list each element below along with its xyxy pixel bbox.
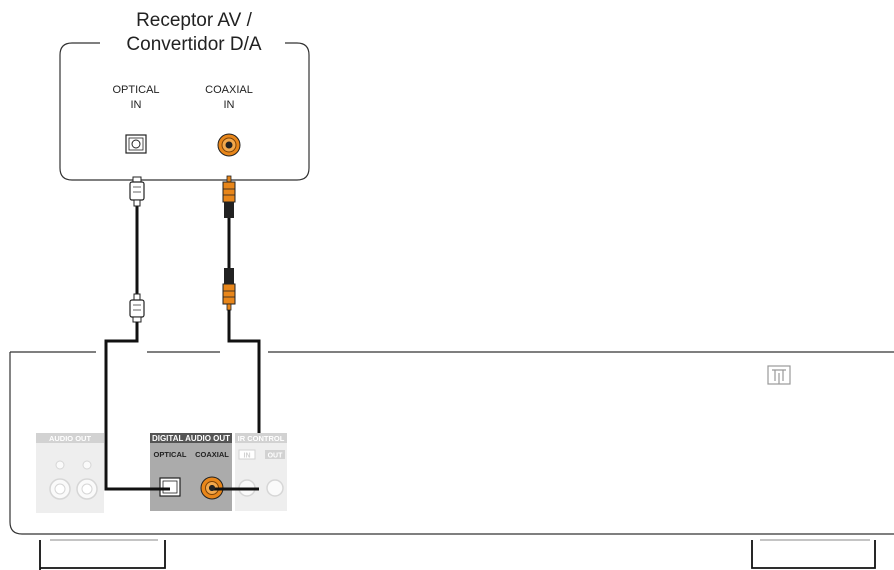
receiver-title-line1: Receptor AV / — [136, 10, 253, 31]
optical-plug-bottom-icon — [129, 293, 145, 323]
coaxial-in-label-line2: IN — [224, 99, 235, 111]
audio-out-section: AUDIO OUT — [36, 433, 104, 513]
coaxial-in-label-line1: COAXIAL — [205, 84, 253, 96]
optical-in-jack-icon — [125, 134, 147, 154]
optical-out-jack-icon — [159, 477, 181, 497]
optical-in-label-line1: OPTICAL — [112, 84, 159, 96]
foot-left — [39, 539, 166, 570]
digital-optical-label: OPTICAL — [154, 450, 187, 459]
coaxial-in-jack-icon — [217, 133, 241, 157]
brand-logo-icon — [767, 365, 791, 385]
ir-control-label: IR CONTROL — [238, 434, 285, 443]
ir-out-label: OUT — [268, 453, 284, 460]
audio-out-label: AUDIO OUT — [49, 434, 92, 443]
digital-coaxial-label: COAXIAL — [195, 450, 229, 459]
coaxial-plug-bottom-icon — [222, 268, 236, 311]
ir-control-section: IR CONTROL IN OUT — [235, 433, 287, 511]
foot-right — [751, 539, 876, 569]
digital-audio-out-section: DIGITAL AUDIO OUT OPTICAL COAXIAL — [150, 433, 232, 511]
player-outline — [9, 352, 894, 535]
coaxial-plug-top-icon — [222, 175, 236, 218]
optical-plug-top-icon — [129, 176, 145, 207]
ir-in-label: IN — [244, 453, 251, 460]
optical-in-label-line2: IN — [131, 99, 142, 111]
ir-out-jack-icon — [266, 479, 284, 497]
receiver-outline — [59, 42, 310, 181]
player-unit: AUDIO OUT DIGITAL AUDIO OUT OPTICAL COAX… — [9, 351, 894, 570]
digital-audio-out-label: DIGITAL AUDIO OUT — [152, 434, 230, 443]
receiver-title-line2: Convertidor D/A — [126, 34, 261, 55]
receiver-unit: Receptor AV / Convertidor D/A OPTICAL IN… — [59, 10, 310, 181]
